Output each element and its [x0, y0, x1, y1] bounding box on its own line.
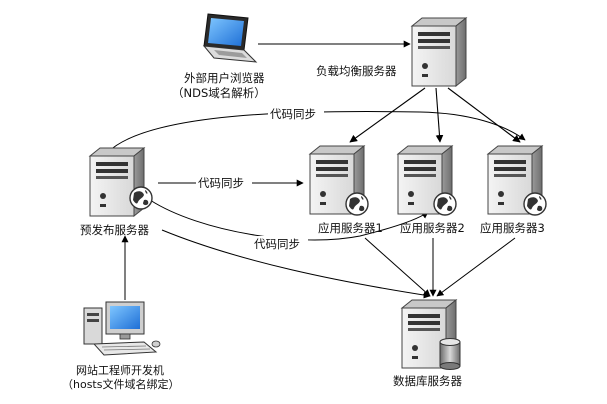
- edge-prerelease-to-db: [161, 229, 431, 299]
- prerelease-label: 预发布服务器: [80, 223, 149, 237]
- browser-label-line2: （NDS域名解析）: [172, 86, 266, 100]
- laptop-icon: [202, 13, 258, 63]
- dev-label-line2: （hosts文件域名绑定）: [62, 377, 179, 391]
- dev-label-line1: 网站工程师开发机: [76, 363, 164, 377]
- load-balancer-server-icon: [411, 17, 467, 87]
- app3-globe-icon: [523, 192, 547, 216]
- desktop-computer-icon: [83, 301, 161, 356]
- edge-app1-to-db: [364, 237, 431, 297]
- sync-top-label-group: 代码同步: [268, 106, 324, 121]
- sync-mid-label-group: 代码同步: [196, 176, 252, 190]
- edge-sync-low: [149, 199, 429, 241]
- load-balancer-label: 负载均衡服务器: [316, 64, 397, 78]
- database-label: 数据库服务器: [393, 374, 462, 388]
- edge-lb-to-app3: [447, 87, 521, 143]
- edge-sync-top: [107, 110, 526, 153]
- prerelease-globe-icon: [129, 186, 153, 210]
- database-cylinder-icon: [439, 338, 461, 370]
- edge-lb-to-app2: [435, 87, 444, 143]
- edge-lb-to-app1: [349, 87, 426, 143]
- app2-label: 应用服务器2: [400, 221, 465, 235]
- app3-label: 应用服务器3: [480, 221, 545, 235]
- app1-globe-icon: [345, 192, 369, 216]
- browser-label-line1: 外部用户浏览器: [184, 71, 265, 85]
- app2-globe-icon: [433, 192, 457, 216]
- sync-top-label: 代码同步: [270, 107, 316, 121]
- edge-app3-to-db: [436, 237, 516, 297]
- sync-mid-label: 代码同步: [198, 176, 244, 190]
- app1-label: 应用服务器1: [318, 221, 383, 235]
- sync-low-label-group: 代码同步: [252, 236, 308, 251]
- sync-low-label: 代码同步: [254, 237, 300, 251]
